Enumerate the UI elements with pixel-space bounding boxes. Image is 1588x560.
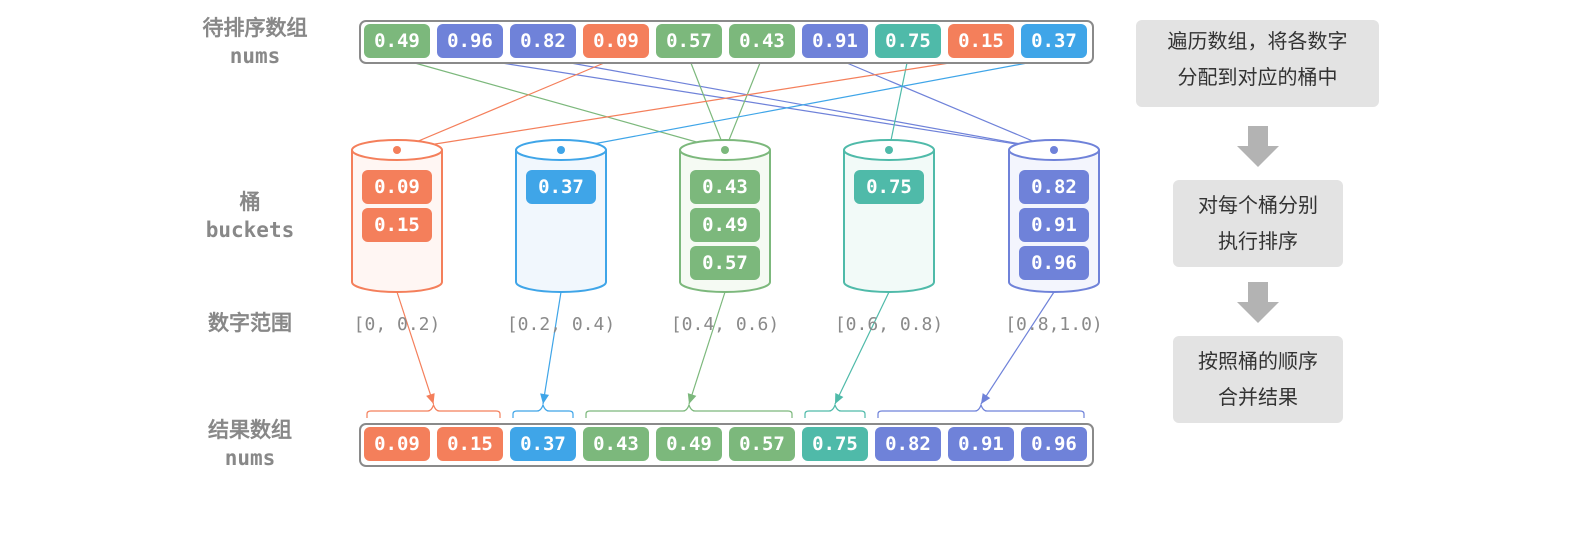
merge-arrow-head [981,393,991,404]
distribute-line [834,57,1055,151]
merge-arrow-line [688,291,726,405]
bucket-item: 0.49 [690,208,760,242]
step-sort-buckets: 对每个桶分别 执行排序 [1173,180,1343,267]
step-sort-buckets-line1: 对每个桶分别 [1198,193,1318,217]
result-brace [585,403,793,418]
distribute-line [724,57,763,151]
input-cell: 0.82 [510,24,576,58]
bucket-range-label: [0.6, 0.8) [834,314,944,335]
merge-arrow-head [426,393,435,404]
bucket [515,139,607,293]
merge-arrow-line [396,291,435,405]
input-cell: 0.37 [1021,24,1087,58]
result-brace [366,403,501,418]
bucket-item: 0.91 [1019,208,1089,242]
result-array-label-en: nums [224,446,276,470]
merge-arrow-line [834,291,890,405]
bucket-entry-dot [1050,146,1058,154]
bucket-range-label: [0.4, 0.6) [670,314,780,335]
bucket-item: 0.09 [362,170,432,204]
merge-arrow-head [687,393,697,404]
input-array-label: 待排序数组 nums [180,14,330,70]
merge-arrow-line [542,291,562,405]
result-array-label-zh: 结果数组 [208,418,292,442]
bucket-item: 0.15 [362,208,432,242]
bucket-item: 0.96 [1019,246,1089,280]
step-merge: 按照桶的顺序 合并结果 [1173,336,1343,423]
input-cell: 0.49 [364,24,430,58]
buckets-label-zh: 桶 [239,190,261,214]
distribute-line [396,57,982,151]
step-distribute-line1: 遍历数组，将各数字 [1167,29,1348,53]
merge-arrow-line [980,291,1055,405]
input-array-label-zh: 待排序数组 [202,16,308,40]
input-array-label-en: nums [229,44,281,68]
input-cell: 0.75 [875,24,941,58]
step-distribute: 遍历数组，将各数字 分配到对应的桶中 [1136,20,1379,107]
range-label-zh: 数字范围 [208,311,292,335]
result-cell: 0.15 [437,427,503,461]
input-cell: 0.57 [656,24,722,58]
connector-lines [396,57,1055,151]
buckets-label-en: buckets [205,218,295,242]
result-cell: 0.96 [1021,427,1087,461]
distribute-line [542,57,1055,151]
distribute-line [469,57,1055,151]
step-sort-buckets-line2: 执行排序 [1218,229,1298,253]
result-brace [512,403,574,418]
distribute-line [396,57,726,151]
bucket-item: 0.75 [854,170,924,204]
input-cell: 0.43 [729,24,795,58]
result-cell: 0.49 [656,427,722,461]
down-arrow-icon [1237,126,1279,167]
bucket-range-label: [0.8,1.0) [1005,314,1103,335]
result-braces [366,291,1085,418]
merge-arrow-head [540,393,550,404]
distribute-line [688,57,726,151]
input-cell: 0.09 [583,24,649,58]
bucket-item: 0.43 [690,170,760,204]
bucket [843,139,935,293]
result-array-label: 结果数组 nums [180,416,320,472]
result-cell: 0.09 [364,427,430,461]
step-distribute-line2: 分配到对应的桶中 [1177,65,1338,89]
input-cell: 0.96 [437,24,503,58]
result-cell: 0.82 [875,427,941,461]
distribute-line [560,57,1055,151]
bucket-item: 0.57 [690,246,760,280]
range-label: 数字范围 [180,309,320,337]
down-arrow-icon [1237,282,1279,323]
result-cell: 0.43 [583,427,649,461]
distribute-line [888,57,909,151]
result-cell: 0.75 [802,427,868,461]
result-cell: 0.57 [729,427,795,461]
result-brace [804,403,866,418]
bucket-entry-dot [393,146,401,154]
distribute-line [396,57,617,151]
result-brace [877,403,1085,418]
merge-arrow-head [835,393,844,404]
result-cell: 0.91 [948,427,1014,461]
bucket-entry-dot [721,146,729,154]
bucket-item: 0.82 [1019,170,1089,204]
bucket-range-label: [0, 0.2) [353,314,441,335]
step-merge-line2: 合并结果 [1218,385,1298,409]
input-cell: 0.91 [802,24,868,58]
bucket-item: 0.37 [526,170,596,204]
step-merge-line1: 按照桶的顺序 [1198,349,1318,373]
bucket-entry-dot [557,146,565,154]
result-cell: 0.37 [510,427,576,461]
bucket-entry-dot [885,146,893,154]
step-arrows [1237,126,1279,323]
buckets-label: 桶 buckets [180,188,320,244]
input-cell: 0.15 [948,24,1014,58]
bucket-range-label: [0.2, 0.4) [506,314,616,335]
